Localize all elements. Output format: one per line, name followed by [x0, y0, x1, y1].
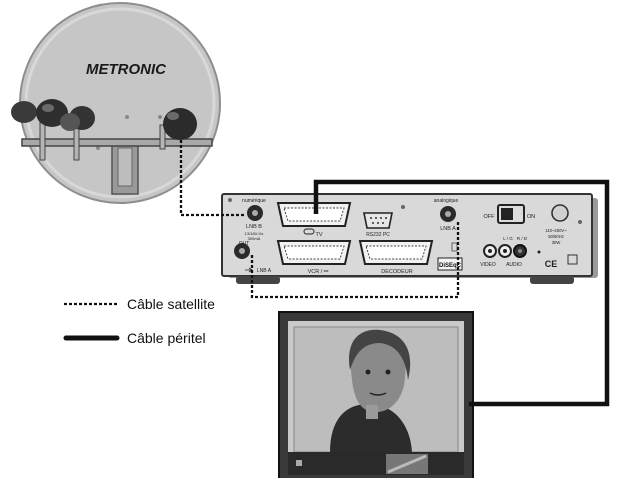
- decodeur-scart-connector: [358, 240, 434, 265]
- audio-l-label: L / G: [503, 236, 513, 241]
- peritel-cable-tv-scart-to-tv: [313, 179, 610, 407]
- power-switch: [497, 204, 525, 224]
- vcr-label: VCR / ⚯: [308, 269, 329, 275]
- satellite-cable: [179, 140, 460, 299]
- dish-brand-logo: METRONIC: [86, 61, 167, 78]
- satellite-dish: METRONIC: [11, 2, 221, 204]
- diseqc-label: DiSEqC: [439, 263, 462, 269]
- legend-satellite-label: Câble satellite: [127, 296, 215, 312]
- legend: Câble satellite Câble péritel: [63, 296, 215, 346]
- power-socket: [551, 204, 569, 222]
- numerique-label: numérique: [242, 198, 266, 204]
- television: [278, 311, 474, 478]
- lnb-head-left: [11, 99, 95, 131]
- tv-screen-image: [330, 329, 412, 452]
- lnb-support-bar: [21, 138, 213, 147]
- power-voltage-label: 110~250V~: [545, 228, 567, 233]
- lnb-b-current-label: 300mA: [248, 236, 261, 241]
- power-watt-label: 30W: [552, 240, 561, 245]
- out-label: OUT: [239, 241, 250, 247]
- peritel-cable: [313, 179, 610, 407]
- diseqc-badge: DiSEqC: [437, 257, 463, 271]
- decodeur-label: DECODEUR: [381, 269, 413, 275]
- rs232-connector: [363, 212, 393, 229]
- audio-label: AUDIO: [506, 262, 522, 268]
- audio-r-label: R / D: [517, 236, 528, 241]
- satellite-cable-out-to-lnb-a: [250, 222, 460, 299]
- power-frequency-label: 50/60Hz: [548, 234, 564, 239]
- tv-control-panel: [288, 452, 464, 475]
- rs232-label: RS232 PC: [366, 232, 390, 238]
- vcr-scart-connector: [276, 240, 352, 265]
- analogique-label: analogique: [434, 198, 459, 204]
- lnb-a-right-label: LNB A: [440, 226, 456, 232]
- off-label: OFF: [484, 214, 496, 220]
- tv-label: TV: [315, 232, 322, 238]
- satellite-receiver: numérique LNB B 13/18V-Hz 300mA OUT LNB …: [221, 193, 598, 284]
- ce-mark: CE: [545, 259, 558, 269]
- tv-scart-connector: [276, 202, 352, 227]
- legend-peritel-label: Câble péritel: [127, 330, 206, 346]
- lnb-head-right: [163, 108, 197, 140]
- on-label: ON: [527, 214, 535, 220]
- video-label: VIDEO: [480, 262, 496, 268]
- lnb-b-label: LNB B: [246, 224, 262, 230]
- lnb-a-left-label: LNB A: [257, 268, 272, 274]
- satellite-cable-dish-to-lnb-b: [179, 140, 246, 217]
- lnb-b-spec-label: 13/18V-Hz: [245, 231, 264, 236]
